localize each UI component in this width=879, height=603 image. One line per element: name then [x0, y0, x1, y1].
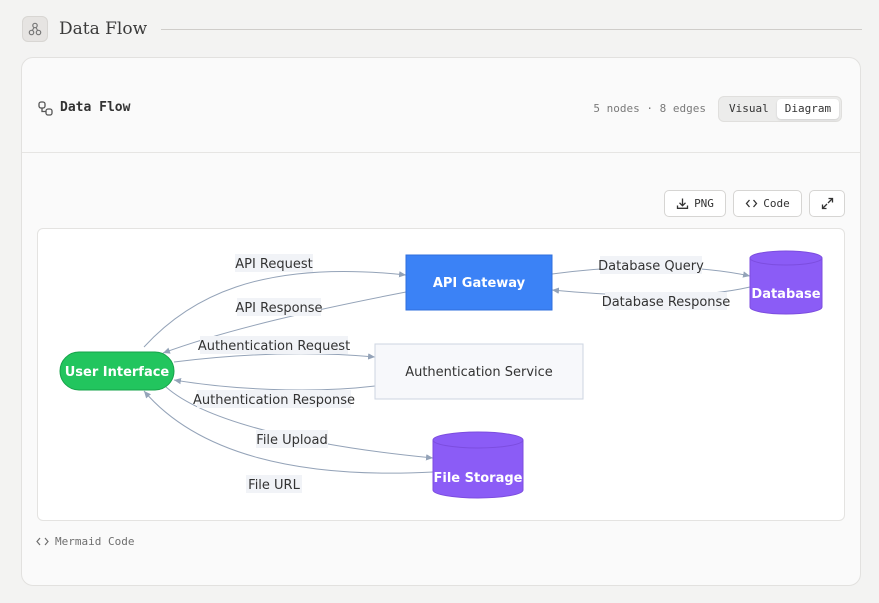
edge-api-response: [162, 291, 407, 354]
mermaid-code-label: Mermaid Code: [55, 535, 135, 548]
page-title: Data Flow: [59, 19, 148, 39]
edge-label-db-response: Database Response: [602, 295, 731, 310]
download-icon: [676, 198, 689, 209]
edge-auth-response: [173, 377, 376, 391]
png-label: PNG: [694, 197, 714, 210]
node-user-interface[interactable]: User Interface: [59, 351, 175, 391]
edge-label-auth-response: Authentication Response: [193, 393, 355, 408]
diagram-card: Data Flow 5 nodes · 8 edges Visual Diagr…: [21, 57, 861, 586]
code-icon: [745, 199, 758, 208]
edge-label-file-url: File URL: [248, 478, 300, 493]
toggle-diagram[interactable]: Diagram: [776, 99, 840, 119]
edge-label-api-response: API Response: [235, 301, 322, 316]
download-png-button[interactable]: PNG: [664, 190, 726, 217]
card-title: Data Flow: [60, 100, 131, 115]
edge-label-bg: [200, 336, 348, 354]
toggle-visual[interactable]: Visual: [729, 102, 769, 115]
flow-nodes-icon: [22, 16, 48, 42]
edge-label-bg: [237, 298, 321, 316]
header-divider: [161, 28, 862, 30]
expand-button[interactable]: [809, 190, 845, 217]
node-label: File Storage: [434, 471, 523, 486]
graph-stats: 5 nodes · 8 edges: [593, 102, 706, 115]
node-authentication-service[interactable]: Authentication Service: [374, 343, 584, 400]
code-label: Code: [763, 197, 790, 210]
edge-label-bg: [197, 390, 351, 408]
node-file-storage[interactable]: File Storage: [432, 431, 524, 499]
edge-label-bg: [246, 475, 302, 493]
edge-label-bg: [605, 292, 727, 310]
node-label: User Interface: [65, 365, 170, 380]
flowchart: API Request API Response Authentication …: [59, 250, 823, 499]
edge-file-url: [143, 390, 434, 474]
edge-label-bg: [600, 256, 702, 274]
node-label: API Gateway: [433, 276, 526, 291]
node-label: Database: [751, 287, 820, 302]
node-label: Authentication Service: [405, 365, 553, 380]
card-header: Data Flow 5 nodes · 8 edges Visual Diagr…: [22, 58, 860, 153]
view-toggle: Visual Diagram: [718, 96, 843, 122]
edge-label-api-request: API Request: [235, 257, 313, 272]
expand-icon: [821, 197, 833, 210]
edge-label-bg: [235, 254, 313, 272]
diagram-canvas: API Request API Response Authentication …: [37, 228, 845, 521]
code-icon: [36, 537, 49, 546]
page-header: Data Flow: [22, 15, 862, 43]
edge-label-bg: [256, 430, 328, 448]
mermaid-code-toggle[interactable]: Mermaid Code: [36, 535, 134, 548]
node-api-gateway[interactable]: API Gateway: [405, 254, 553, 311]
data-flow-icon: [38, 101, 53, 116]
edge-auth-request: [173, 353, 376, 363]
edge-label-file-upload: File Upload: [256, 433, 327, 448]
edge-api-request: [143, 270, 407, 348]
view-code-button[interactable]: Code: [733, 190, 802, 217]
node-database[interactable]: Database: [749, 250, 823, 315]
edge-label-db-query: Database Query: [598, 259, 704, 274]
edge-label-auth-request: Authentication Request: [198, 339, 350, 354]
